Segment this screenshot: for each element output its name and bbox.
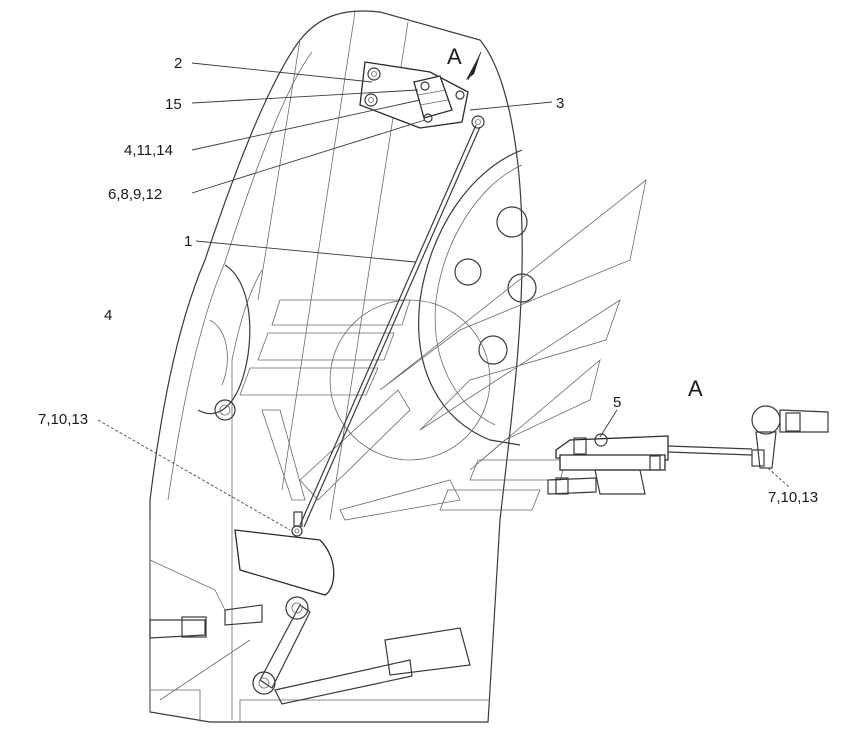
lower-linkage <box>149 529 471 705</box>
callout-2: 2 <box>174 55 182 72</box>
callout-7-10-13-right: 7,10,13 <box>768 489 818 506</box>
callouts: 2 15 4,11,14 6,8,9,12 3 1 4 7,10,13 5 7,… <box>38 55 818 506</box>
control-rod <box>291 115 485 537</box>
view-arrow: A <box>447 44 482 81</box>
left-mechanism <box>197 264 251 421</box>
chevron-decal <box>239 179 647 521</box>
detail-view-a: A <box>547 376 829 495</box>
view-arrow-letter: A <box>447 44 462 69</box>
rear-wheel <box>329 149 537 461</box>
callout-1: 1 <box>184 233 192 250</box>
callout-5: 5 <box>613 394 621 411</box>
callout-4-11-14: 4,11,14 <box>124 142 173 159</box>
callout-6-8-9-12: 6,8,9,12 <box>108 186 162 203</box>
upper-bracket <box>359 61 469 129</box>
callout-3: 3 <box>556 95 564 112</box>
callout-4: 4 <box>104 307 112 324</box>
leader-lines <box>97 62 791 531</box>
cab-outline <box>149 10 523 723</box>
callout-15: 15 <box>165 96 182 113</box>
callout-7-10-13-left: 7,10,13 <box>38 411 88 428</box>
detail-view-letter: A <box>688 376 703 401</box>
